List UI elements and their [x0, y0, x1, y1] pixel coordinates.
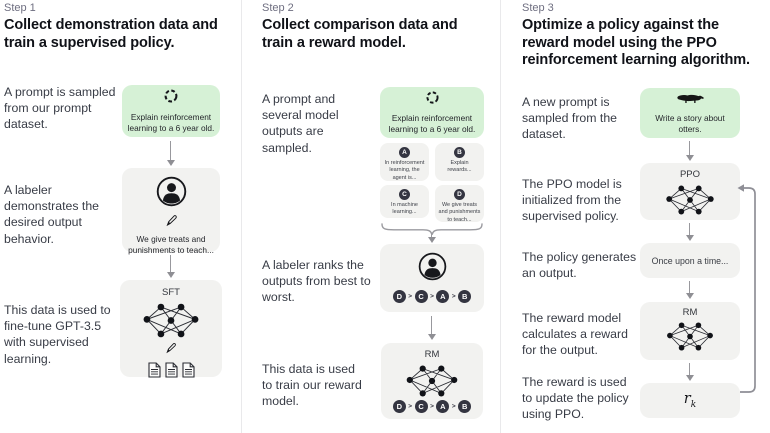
rank-chip: B: [458, 290, 472, 303]
step2-prompt-box: Explain reinforcement learning to a 6 ye…: [380, 87, 484, 138]
neural-network-icon: [143, 303, 199, 338]
arrow-down: [685, 223, 695, 241]
refresh-icon: [425, 90, 440, 110]
step3-caption-prompt: A new prompt is sampled from the dataset…: [522, 95, 618, 142]
step3-caption-update: The reward is used to update the policy …: [522, 375, 629, 422]
demonstration-text: We give treats and punishments to teach.…: [128, 234, 214, 255]
option-text: In reinforcement learning, the agent is.…: [384, 160, 425, 181]
step1-caption-finetune: This data is used to fine-tune GPT-3.5 w…: [4, 303, 111, 366]
labeler-person-icon: [156, 176, 187, 212]
arrow-down: [166, 141, 176, 166]
option-text: We give treats and punishments to teach.…: [438, 202, 481, 223]
prompt-text: Write a story about otters.: [655, 112, 725, 134]
rm-label: RM: [682, 307, 698, 318]
rank-chip: C: [414, 400, 428, 413]
reward-value: rk: [683, 391, 697, 410]
rank-chip: A: [436, 400, 450, 413]
rm-model-box-step3: RM: [640, 302, 740, 360]
step3-prompt-box: Write a story about otters.: [640, 88, 740, 138]
output-option-d: D We give treats and punishments to teac…: [435, 185, 484, 223]
rm-label: RM: [424, 349, 440, 360]
sft-label: SFT: [162, 287, 180, 298]
neural-network-icon: [666, 322, 714, 351]
arrow-down: [685, 281, 695, 299]
step1-labeler-box: We give treats and punishments to teach.…: [122, 168, 220, 255]
document-icon: [181, 362, 195, 378]
option-letter-chip: A: [399, 147, 410, 158]
step1-heading: Collect demonstration data and train a s…: [4, 17, 218, 51]
option-letter-chip: B: [454, 147, 465, 158]
output-option-b: B Explain rewards...: [435, 143, 484, 181]
rank-separator: >: [430, 293, 434, 300]
arrow-down: [166, 255, 176, 278]
output-option-c: C In machine learning...: [380, 185, 429, 218]
rank-chip: D: [392, 290, 406, 303]
refresh-icon: [163, 88, 179, 109]
option-letter-chip: D: [454, 189, 465, 200]
rm-model-box: RM D > C > A > B: [381, 343, 483, 419]
rank-chip: B: [458, 400, 472, 413]
step2-rank-box: D > C > A > B: [380, 244, 484, 312]
step3-caption-init: The PPO model is initialized from the su…: [522, 177, 622, 224]
output-option-a: A In reinforcement learning, the agent i…: [380, 143, 429, 181]
step2-caption-rank: A labeler ranks the outputs from best to…: [262, 258, 371, 305]
step3-label: Step 3: [522, 2, 554, 14]
policy-output-text: Once upon a time...: [651, 255, 729, 266]
document-icon: [164, 362, 178, 378]
column-divider-2: [500, 0, 501, 433]
rank-separator: >: [430, 403, 434, 410]
sft-model-box: SFT: [120, 280, 222, 378]
step2-heading: Collect comparison data and train a rewa…: [262, 17, 458, 51]
rank-chip: D: [392, 400, 406, 413]
step3-caption-output: The policy generates an output.: [522, 250, 637, 281]
option-text: In machine learning...: [391, 202, 418, 216]
otter-icon: [676, 92, 704, 110]
document-icon: [147, 362, 161, 378]
reward-value-box: rk: [640, 383, 740, 418]
step2-caption-prompt: A prompt and several model outputs are s…: [262, 92, 339, 155]
step1-caption-labeler: A labeler demonstrates the desired outpu…: [4, 183, 100, 246]
neural-network-icon: [406, 365, 458, 397]
pencil-icon: [165, 214, 178, 232]
feedback-loop-arrow: [735, 183, 759, 402]
step2-label: Step 2: [262, 2, 294, 14]
step3-caption-reward: The reward model calculates a reward for…: [522, 311, 628, 358]
rank-chip: A: [436, 290, 450, 303]
prompt-text: Explain reinforcement learning to a 6 ye…: [127, 112, 215, 133]
rank-separator: >: [451, 403, 456, 410]
neural-network-icon: [665, 185, 715, 215]
ranking-row: D > C > A > B: [392, 290, 472, 303]
rank-chip: C: [414, 290, 428, 303]
step1-caption-prompt: A prompt is sampled from our prompt data…: [4, 85, 116, 132]
rank-separator: >: [451, 293, 456, 300]
arrow-down: [427, 316, 437, 340]
policy-output-box: Once upon a time...: [640, 243, 740, 278]
arrow-down: [685, 141, 695, 161]
pencil-icon: [165, 341, 177, 359]
arrow-down: [427, 233, 437, 243]
ranking-row: D > C > A > B: [392, 400, 472, 413]
prompt-text: Explain reinforcement learning to a 6 ye…: [388, 113, 476, 134]
option-text: Explain rewards...: [447, 160, 472, 174]
step3-heading: Optimize a policy against the reward mod…: [522, 17, 750, 69]
arrow-down: [685, 363, 695, 381]
rank-separator: >: [408, 403, 413, 410]
rank-separator: >: [408, 293, 413, 300]
step2-caption-train: This data is used to train our reward mo…: [262, 362, 362, 409]
option-letter-chip: C: [399, 189, 410, 200]
step1-prompt-box: Explain reinforcement learning to a 6 ye…: [122, 85, 220, 137]
column-divider-1: [241, 0, 242, 433]
ppo-label: PPO: [679, 169, 701, 180]
documents-icons: [147, 362, 195, 378]
labeler-person-icon: [418, 252, 447, 286]
step1-label: Step 1: [4, 2, 36, 14]
ppo-model-box: PPO: [640, 163, 740, 220]
